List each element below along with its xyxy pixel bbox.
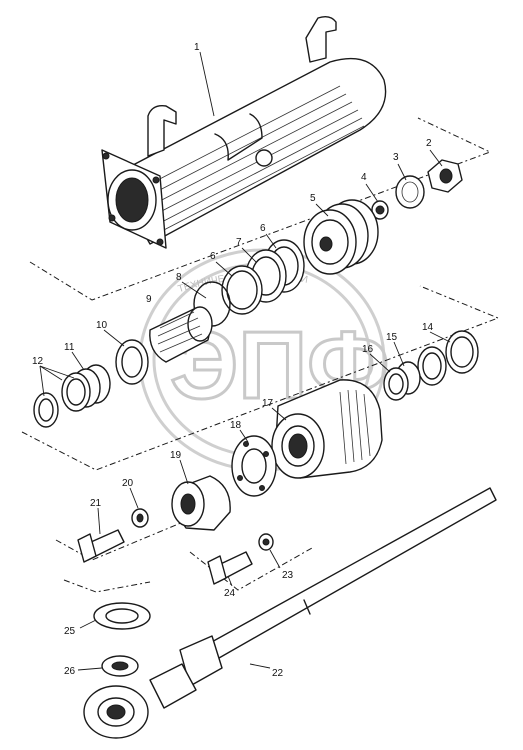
callout-7: 7 <box>236 237 242 248</box>
cylinder-barrel <box>101 15 387 249</box>
callout-19: 19 <box>170 450 182 461</box>
callout-17: 17 <box>262 398 274 409</box>
callout-23: 23 <box>282 570 294 581</box>
callout-5: 5 <box>310 193 316 204</box>
fasteners <box>77 508 274 585</box>
callout-15: 15 <box>386 332 398 343</box>
callout-18: 18 <box>230 420 242 431</box>
group-frames <box>21 117 500 593</box>
callout-6b: 6 <box>210 251 216 262</box>
rod-seals-left <box>33 364 111 428</box>
callout-25: 25 <box>64 626 76 637</box>
leader-lines <box>39 51 451 671</box>
bushing <box>171 475 231 531</box>
cylinder-head <box>271 379 383 479</box>
callout-22: 22 <box>272 668 284 679</box>
callout-11: 11 <box>64 342 75 353</box>
callout-6a: 6 <box>260 223 266 234</box>
callout-1: 1 <box>194 42 200 53</box>
callout-21: 21 <box>90 498 102 509</box>
rod-end-parts <box>93 602 151 677</box>
callout-4: 4 <box>361 172 367 183</box>
callout-24: 24 <box>224 588 236 599</box>
callout-2: 2 <box>426 138 432 149</box>
callout-26: 26 <box>64 666 76 677</box>
callout-14: 14 <box>422 322 434 333</box>
callout-16: 16 <box>362 344 374 355</box>
piston-rings <box>193 239 305 327</box>
flange-plate <box>231 435 277 497</box>
piston <box>303 199 379 275</box>
callouts: 1 2 3 4 5 6 6 7 8 9 10 11 12 14 15 16 17… <box>32 42 434 679</box>
callout-12: 12 <box>32 356 44 367</box>
callout-20: 20 <box>122 478 134 489</box>
sleeve <box>115 306 213 385</box>
rod-seals-right <box>383 330 479 401</box>
end-nuts <box>371 159 463 220</box>
callout-3: 3 <box>393 152 399 163</box>
callout-8: 8 <box>176 272 182 283</box>
callout-10: 10 <box>96 320 108 331</box>
piston-rod <box>83 487 497 739</box>
callout-9: 9 <box>146 294 152 305</box>
